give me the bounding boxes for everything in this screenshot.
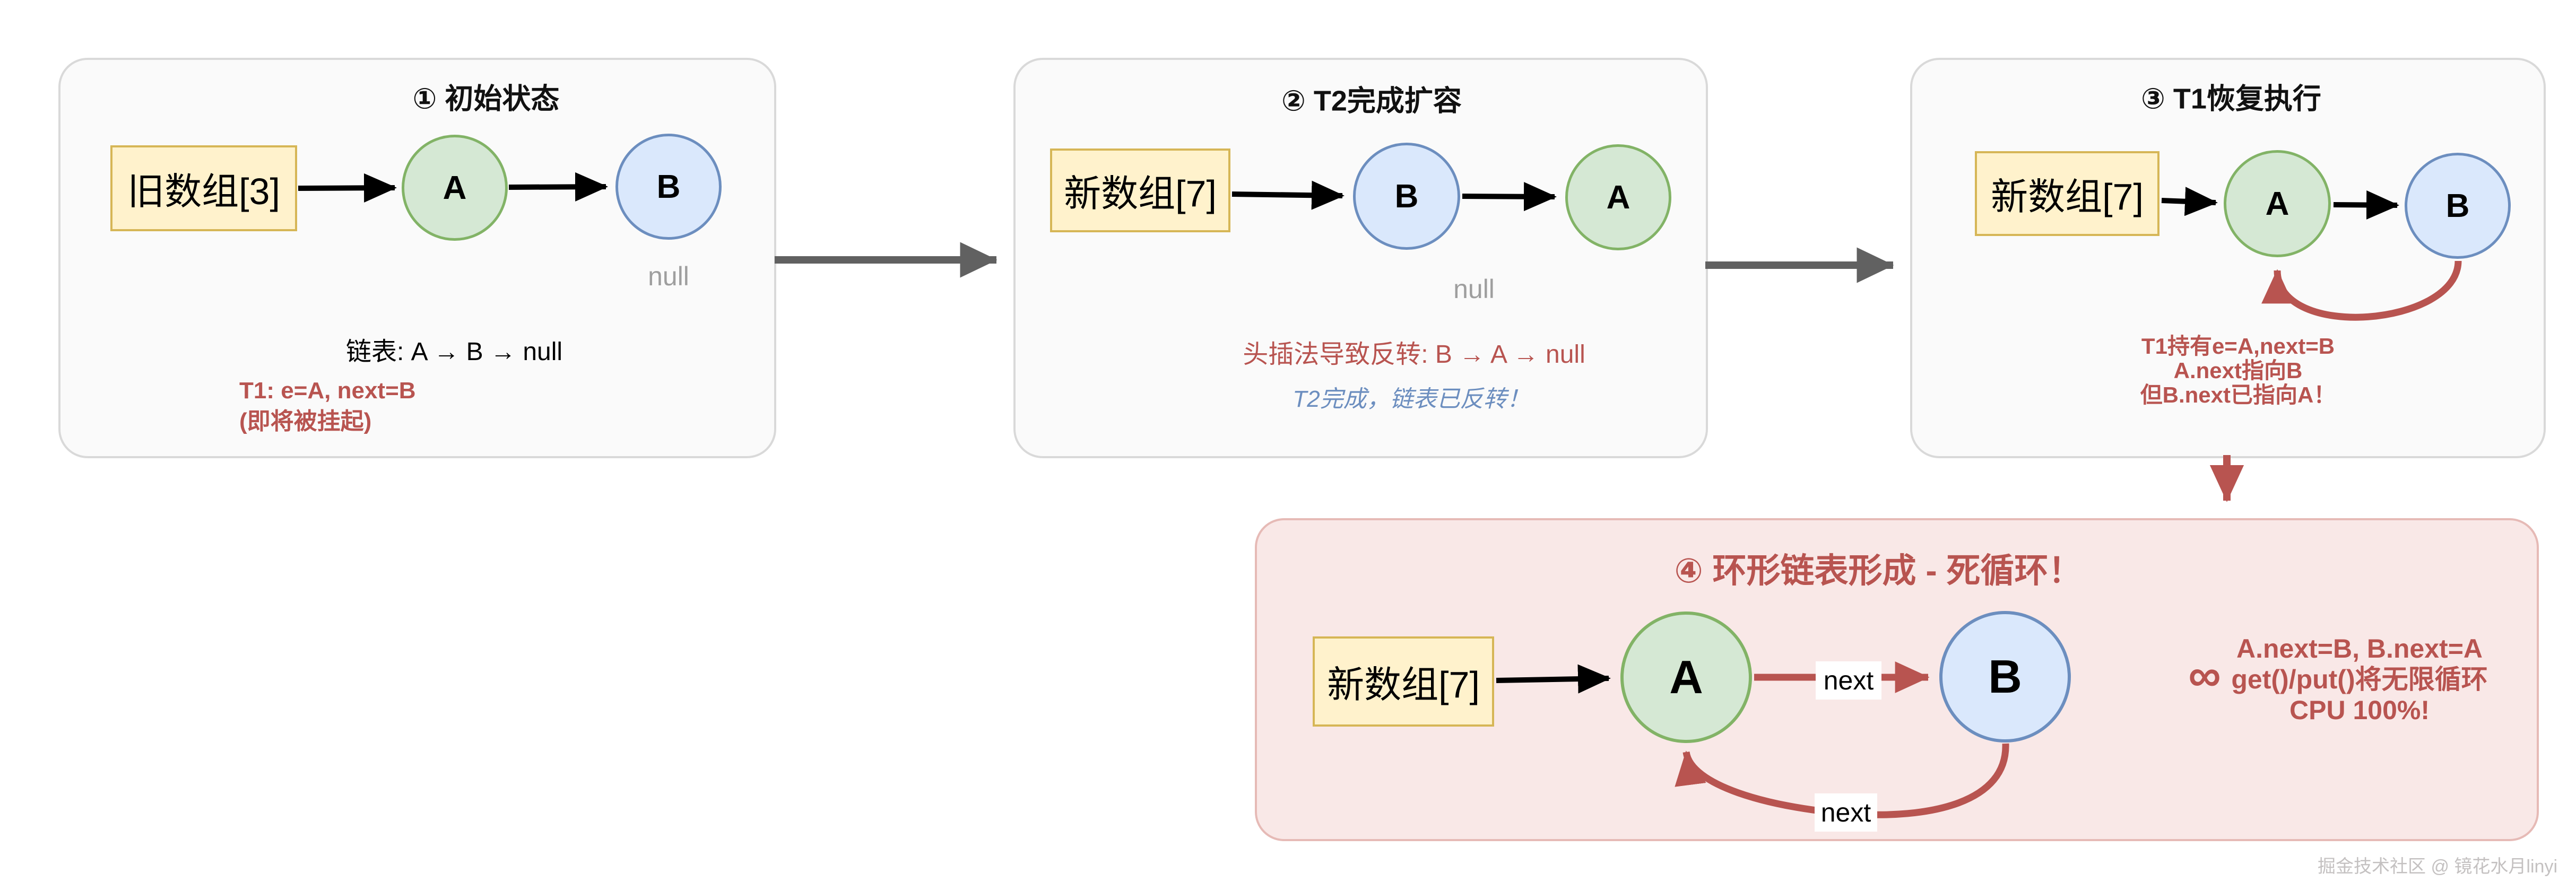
panel2-note-blue: T2完成，链表已反转！ <box>1293 386 1530 412</box>
panel4-next-label-top: next <box>1816 661 1881 700</box>
panel3-note-line2: A.next指向B <box>2173 358 2303 383</box>
panel1-note: T1: e=A, next=B (即将被挂起) <box>239 375 416 437</box>
panel1-node-b: B <box>615 134 722 240</box>
panel4-note-line1: A.next=B, B.next=A <box>2236 634 2483 663</box>
panel4-node-b: B <box>1939 611 2071 742</box>
panel1-title: ① 初始状态 <box>412 83 560 115</box>
panel4-note-line2: get()/put()将无限循环 <box>2231 665 2488 694</box>
panel4-node-a: A <box>1620 612 1752 743</box>
panel4-title: ④ 环形链表形成 - 死循环！ <box>1674 552 2083 590</box>
panel4-array-box: 新数组[7] <box>1313 636 1494 727</box>
panel2-node-a: A <box>1565 144 1671 250</box>
panel4-note: A.next=B, B.next=A get()/put()将无限循环 CPU … <box>2231 633 2487 726</box>
infinity-icon: ∞ <box>2188 650 2221 701</box>
panel1-caption: 链表: A → B → null <box>345 338 563 366</box>
panel4-next-label-bottom: next <box>1815 793 1877 832</box>
panel-initial-state <box>58 58 776 458</box>
panel2-null-label: null <box>1453 274 1495 304</box>
panel3-node-b: B <box>2405 153 2511 259</box>
panel-t2-resize-done <box>1013 58 1708 458</box>
panel2-array-box: 新数组[7] <box>1050 148 1230 232</box>
panel3-title: ③ T1恢复执行 <box>2141 83 2321 115</box>
panel3-array-box: 新数组[7] <box>1975 151 2159 236</box>
panel1-array-box: 旧数组[3] <box>110 145 297 231</box>
panel-t1-resume <box>1910 58 2546 458</box>
panel1-note-line2: (即将被挂起) <box>239 408 372 434</box>
panel3-node-a: A <box>2224 150 2331 257</box>
panel2-node-b: B <box>1353 143 1460 250</box>
panel2-title: ② T2完成扩容 <box>1281 85 1462 117</box>
watermark: 掘金技术社区 @ 镜花水月linyi <box>2318 857 2557 877</box>
panel1-node-a: A <box>402 135 508 241</box>
panel1-null-label: null <box>648 261 689 291</box>
panel1-note-line1: T1: e=A, next=B <box>239 378 416 404</box>
panel4-note-line3: CPU 100%! <box>2289 695 2430 725</box>
panel3-note-line1: T1持有e=A,next=B <box>2141 334 2335 359</box>
panel2-caption: 头插法导致反转: B → A → null <box>1243 340 1585 369</box>
panel3-note-line3: 但B.next已指向A！ <box>2140 382 2336 407</box>
panel3-note: T1持有e=A,next=B A.next指向B 但B.next已指向A！ <box>2140 334 2336 407</box>
